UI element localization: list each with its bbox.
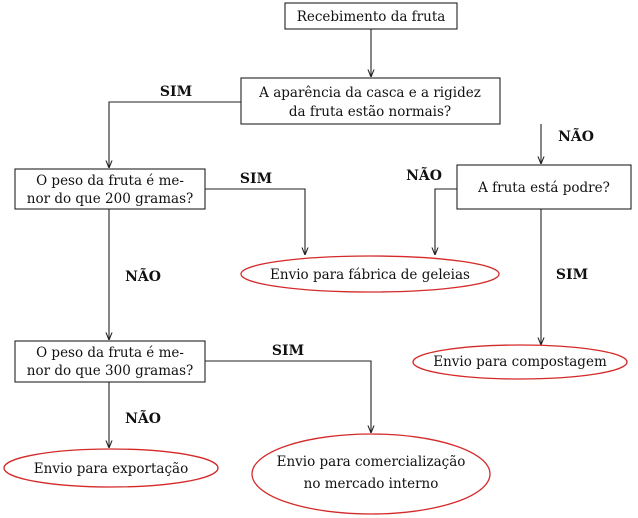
label-appearance-no: NÃO [558,126,594,145]
node-weight300-line-1: O peso da fruta é me- [36,345,184,361]
node-receipt-box [284,2,458,30]
edge-weight300-yes [205,360,371,433]
node-rotten-box [456,164,632,210]
node-weight200-line-1: O peso da fruta é me- [36,173,184,189]
label-rotten-yes: SIM [556,267,588,283]
edges [109,29,541,448]
node-domestic-oval [251,433,491,515]
label-weight200-yes: SIM [240,171,272,187]
node-weight300-box [14,340,206,383]
node-jam: Envio para fábrica de geleias [240,255,500,293]
node-domestic-line-1: Envio para comercialização [277,454,466,470]
node-rotten: A fruta está podre? [456,164,632,210]
node-receipt-line-1: Recebimento da fruta [297,9,446,25]
node-weight200-line-2: nor do que 200 gramas? [27,191,193,207]
label-weight300-no: NÃO [125,408,161,427]
label-weight300-yes: SIM [272,343,304,359]
node-appearance-line-1: A aparência da casca e a rigidez [258,85,481,101]
label-weight200-no: NÃO [125,266,161,285]
node-domestic-line-2: no mercado interno [304,476,439,492]
node-appearance-line-2: da fruta estão normais? [289,104,451,120]
node-rotten-line-1: A fruta está podre? [477,180,610,196]
node-export-line-1: Envio para exportação [34,461,188,477]
edge-weight200-yes [205,188,305,255]
node-weight300-line-2: nor do que 300 gramas? [27,363,193,379]
label-rotten-no: NÃO [406,165,442,184]
node-domestic: Envio para comercialização no mercado in… [251,433,491,515]
node-weight200-box [14,168,206,210]
label-appearance-yes: SIM [160,84,192,100]
node-export-oval [3,448,219,488]
node-compost-line-1: Envio para compostagem [433,354,607,370]
node-jam-oval [240,255,500,293]
edge-rotten-no [435,188,457,255]
node-appearance-box [240,77,501,125]
node-weight300: O peso da fruta é me- nor do que 300 gra… [14,340,206,383]
node-weight200: O peso da fruta é me- nor do que 200 gra… [14,168,206,210]
edge-appearance-yes [109,101,241,168]
node-jam-line-1: Envio para fábrica de geleias [270,267,470,283]
node-receipt: Recebimento da fruta [284,2,458,30]
node-appearance: A aparência da casca e a rigidez da frut… [240,77,501,125]
node-compost-oval [412,344,628,380]
edge-labels: SIM NÃO SIM NÃO NÃO SIM SIM NÃO [125,84,594,427]
node-export: Envio para exportação [3,448,219,488]
node-compost: Envio para compostagem [412,344,628,380]
